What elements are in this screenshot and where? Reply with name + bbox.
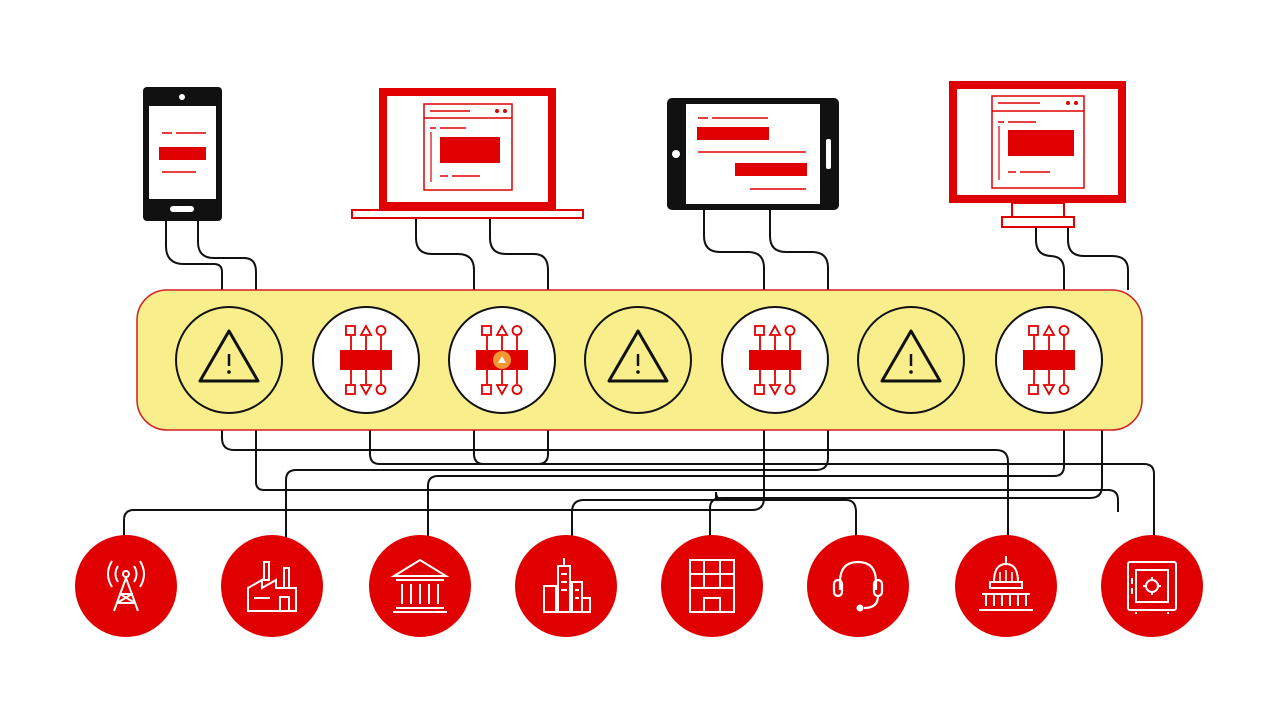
bank-icon xyxy=(369,535,471,637)
laptop-icon xyxy=(351,88,584,219)
city-buildings-icon xyxy=(515,535,617,637)
api-gateway-icon xyxy=(721,306,829,414)
factory-icon xyxy=(221,535,323,637)
api-gateway-alert-icon xyxy=(448,306,556,414)
api-gateway-icon xyxy=(312,306,420,414)
headset-support-icon xyxy=(807,535,909,637)
safe-vault-icon xyxy=(1101,535,1203,637)
smartphone-icon xyxy=(143,87,222,221)
api-gateway-icon xyxy=(995,306,1103,414)
office-building-icon xyxy=(661,535,763,637)
warning-triangle-icon xyxy=(175,306,283,414)
device-cables xyxy=(165,208,1129,290)
warning-triangle-icon xyxy=(857,306,965,414)
warning-triangle-icon xyxy=(584,306,692,414)
endpoint-cables xyxy=(123,430,1155,540)
cell-tower-icon xyxy=(75,535,177,637)
government-capitol-icon xyxy=(955,535,1057,637)
desktop-monitor-icon xyxy=(949,81,1126,228)
tablet-icon xyxy=(667,98,839,210)
